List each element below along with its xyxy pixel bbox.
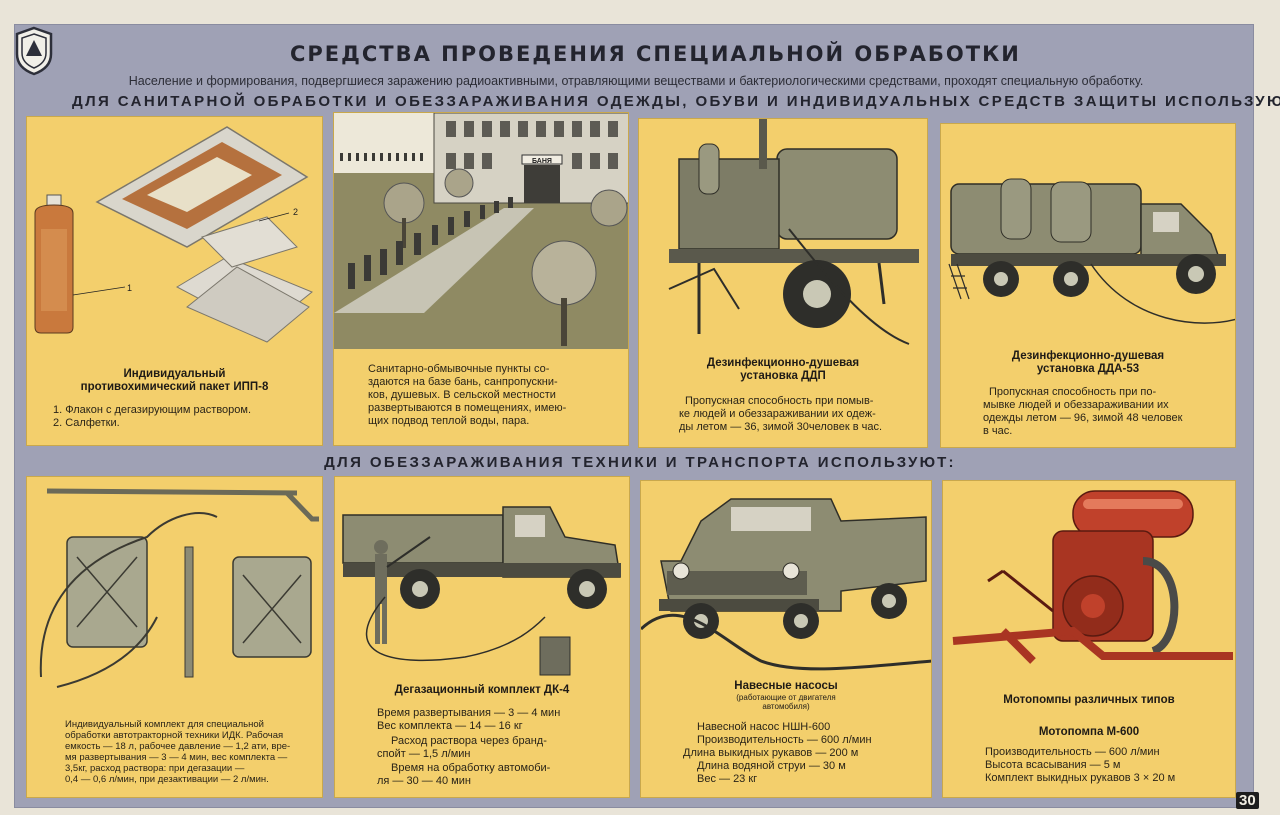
dk4-line5: Время на обработку автомоби- [391,762,551,774]
dk4-line2: Вес комплекта — 14 — 16 кг [377,720,523,732]
sop-line4: развертываются в помещениях, имею- [368,402,567,414]
idk-line2: обработки автотракторной техники ИДК. Ра… [65,730,284,741]
section-heading-sanitary: ДЛЯ САНИТАРНОЙ ОБРАБОТКИ И ОБЕЗЗАРАЖИВАН… [72,93,1280,110]
ddp-line2: ке людей и обеззараживании их одеж- [679,408,876,420]
dk4-line4: спойт — 1,5 л/мин [377,748,471,760]
panel-ipp8: 1 2 Индивидуальный противохимический пак… [26,116,323,446]
pumps-caption-text: Навесные насосы [734,680,838,692]
ipp8-illustration: 1 2 [34,126,313,343]
idk-line6: 0,4 — 0,6 л/мин, при дезактивации — 2 л/… [65,774,269,785]
idk-line3: емкость — 18 л, рабочее давление — 1,2 а… [65,741,291,752]
pumps-line1: Навесной насос НШН-600 [697,721,831,733]
ddp-caption2: установка ДДП [740,370,826,382]
panel-mounted-pumps: Навесные насосы (работающие от двигателя… [640,480,932,798]
page-number: 30 [1236,792,1259,809]
panel-dk4: Дегазационный комплект ДК-4 Время развер… [334,476,630,798]
idk-line5: 3,5кг, расход раствора: при дегазации — [65,763,245,774]
motor-pump-illustration [952,490,1233,664]
bathhouse-scene-illustration: БАНЯ [334,113,628,349]
pumps-caption: Навесные насосы (работающие от двигателя… [641,680,931,711]
moto-caption2: Мотопомпа М-600 [1038,726,1140,738]
ipp8-caption1: Индивидуальный [123,368,226,380]
ddp-caption1: Дезинфекционно-душевая [706,357,860,369]
panel-dda53: Дезинфекционно-душевая установка ДДА-53 … [940,123,1236,448]
pumps-line2: Производительность — 600 л/мин [697,734,872,746]
pumps-note2: автомобиля) [762,702,810,711]
pumps-line4: Длина водяной струи — 30 м [697,760,846,772]
dda53-line2: мывке людей и обеззараживании их [983,399,1169,411]
moto-line3: Комплект выкидных рукавов 3 × 20 м [985,772,1176,784]
ddp-line3: ды летом — 36, зимой 30человек в час. [679,421,883,433]
sop-line1: Санитарно-обмывочные пункты со- [368,363,550,375]
label-2: 2 [293,207,298,217]
moto-line1: Производительность — 600 л/мин [985,746,1160,758]
moto-caption1: Мотопомпы различных типов [1003,694,1175,706]
pumps-line5: Вес — 23 кг [697,773,758,785]
idk-kit-illustration [39,488,319,688]
civil-defense-emblem-icon [15,26,53,76]
dk4-line6: ля — 30 — 40 мин [377,775,471,787]
dk4-truck-illustration [342,506,621,676]
pumps-line3: Длина выкидных рукавов — 200 м [683,747,859,759]
dk4-caption: Дегазационный комплект ДК-4 [394,684,570,696]
poster-subtitle: Население и формирования, подвергшиеся з… [128,74,1144,88]
ipp8-line2: 2. Салфетки. [53,417,120,429]
panel-motor-pumps: Мотопомпы различных типов Мотопомпа М-60… [942,480,1236,798]
zil-truck-illustration [641,498,931,671]
sop-line5: щих подвод теплой воды, пара. [368,415,530,427]
ipp8-caption2: противохимический пакет ИПП-8 [80,381,269,393]
dda53-caption2: установка ДДА-53 [1036,363,1140,375]
dda53-caption1: Дезинфекционно-душевая [1011,350,1165,362]
poster-title: СРЕДСТВА ПРОВЕДЕНИЯ СПЕЦИАЛЬНОЙ ОБРАБОТК… [290,42,1021,66]
panel-idk: Индивидуальный комплект для специальной … [26,476,323,798]
label-1: 1 [127,283,132,293]
section-heading-vehicles: ДЛЯ ОБЕЗЗАРАЖИВАНИЯ ТЕХНИКИ И ТРАНСПОРТА… [324,454,956,471]
bathhouse-sign: БАНЯ [532,158,552,165]
pumps-note1: (работающие от двигателя [736,693,836,702]
idk-line1: Индивидуальный комплект для специальной [65,719,264,730]
dda53-truck-illustration [948,178,1235,324]
dda53-line3: одежды летом — 96, зимой 48 человек [983,412,1183,424]
ddp-trailer-illustration [668,119,919,345]
idk-line4: мя развертывания — 3 — 4 мин, вес компле… [65,752,288,763]
moto-line2: Высота всасывания — 5 м [985,759,1121,771]
dk4-line1: Время развертывания — 3 — 4 мин [377,707,561,719]
ddp-line1: Пропускная способность при помыв- [685,395,874,407]
dk4-line3: Расход раствора через бранд- [391,735,547,747]
dda53-line4: в час. [983,425,1013,437]
dda53-line1: Пропускная способность при по- [989,386,1157,398]
sop-line2: здаются на базе бань, санпропускни- [368,376,558,388]
panel-washing-points: БАНЯ Санитарно-обмывочные пункты со- зда… [333,112,629,446]
panel-ddp: Дезинфекционно-душевая установка ДДП Про… [638,118,928,448]
ipp8-line1: 1. Флакон с дегазирующим раствором. [53,404,252,416]
sop-line3: ков, душевых. В сельской местности [368,389,556,401]
